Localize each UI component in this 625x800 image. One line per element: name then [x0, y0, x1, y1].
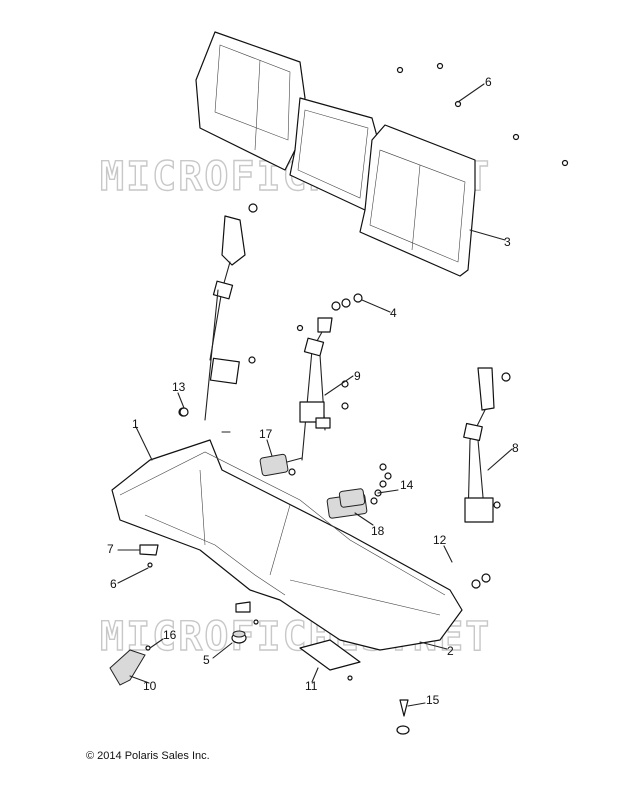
- callout-1: 1: [132, 417, 139, 431]
- copyright-text: © 2014 Polaris Sales Inc.: [86, 750, 210, 762]
- callout-15: 15: [426, 693, 440, 707]
- callout-7: 7: [107, 542, 114, 556]
- bracket-7: [139, 544, 159, 568]
- left-seat-belt: [178, 203, 258, 433]
- callout-11: 11: [305, 679, 318, 693]
- callout-6-bottom: 6: [110, 577, 117, 591]
- buckle-right: [326, 463, 392, 519]
- pushpin-15: [396, 699, 410, 735]
- brackets-under-seat: [235, 601, 259, 625]
- callout-9: 9: [354, 369, 361, 383]
- bumper-5: [231, 630, 247, 644]
- backrest-bolts: [396, 62, 569, 167]
- seat-cushion: [111, 439, 463, 651]
- buckle-left: [259, 453, 303, 477]
- bracket-11: [299, 639, 361, 681]
- right-seat-belt: [463, 367, 511, 589]
- callout-8: 8: [512, 441, 519, 455]
- callout-12: 12: [433, 533, 447, 547]
- callout-18: 18: [371, 524, 385, 538]
- leader-lines: [117, 83, 513, 707]
- callout-16: 16: [163, 628, 177, 642]
- callout-5: 5: [203, 653, 210, 667]
- callout-2: 2: [447, 644, 454, 658]
- callout-3: 3: [504, 235, 511, 249]
- callout-14: 14: [400, 478, 414, 492]
- callout-4: 4: [390, 306, 397, 320]
- seat-backrest: [195, 31, 476, 277]
- callout-17: 17: [259, 427, 273, 441]
- callout-10: 10: [143, 679, 157, 693]
- callout-6-top: 6: [485, 75, 492, 89]
- callout-13: 13: [172, 380, 186, 394]
- flange-nuts: [179, 293, 363, 417]
- center-seat-belt: [296, 317, 349, 461]
